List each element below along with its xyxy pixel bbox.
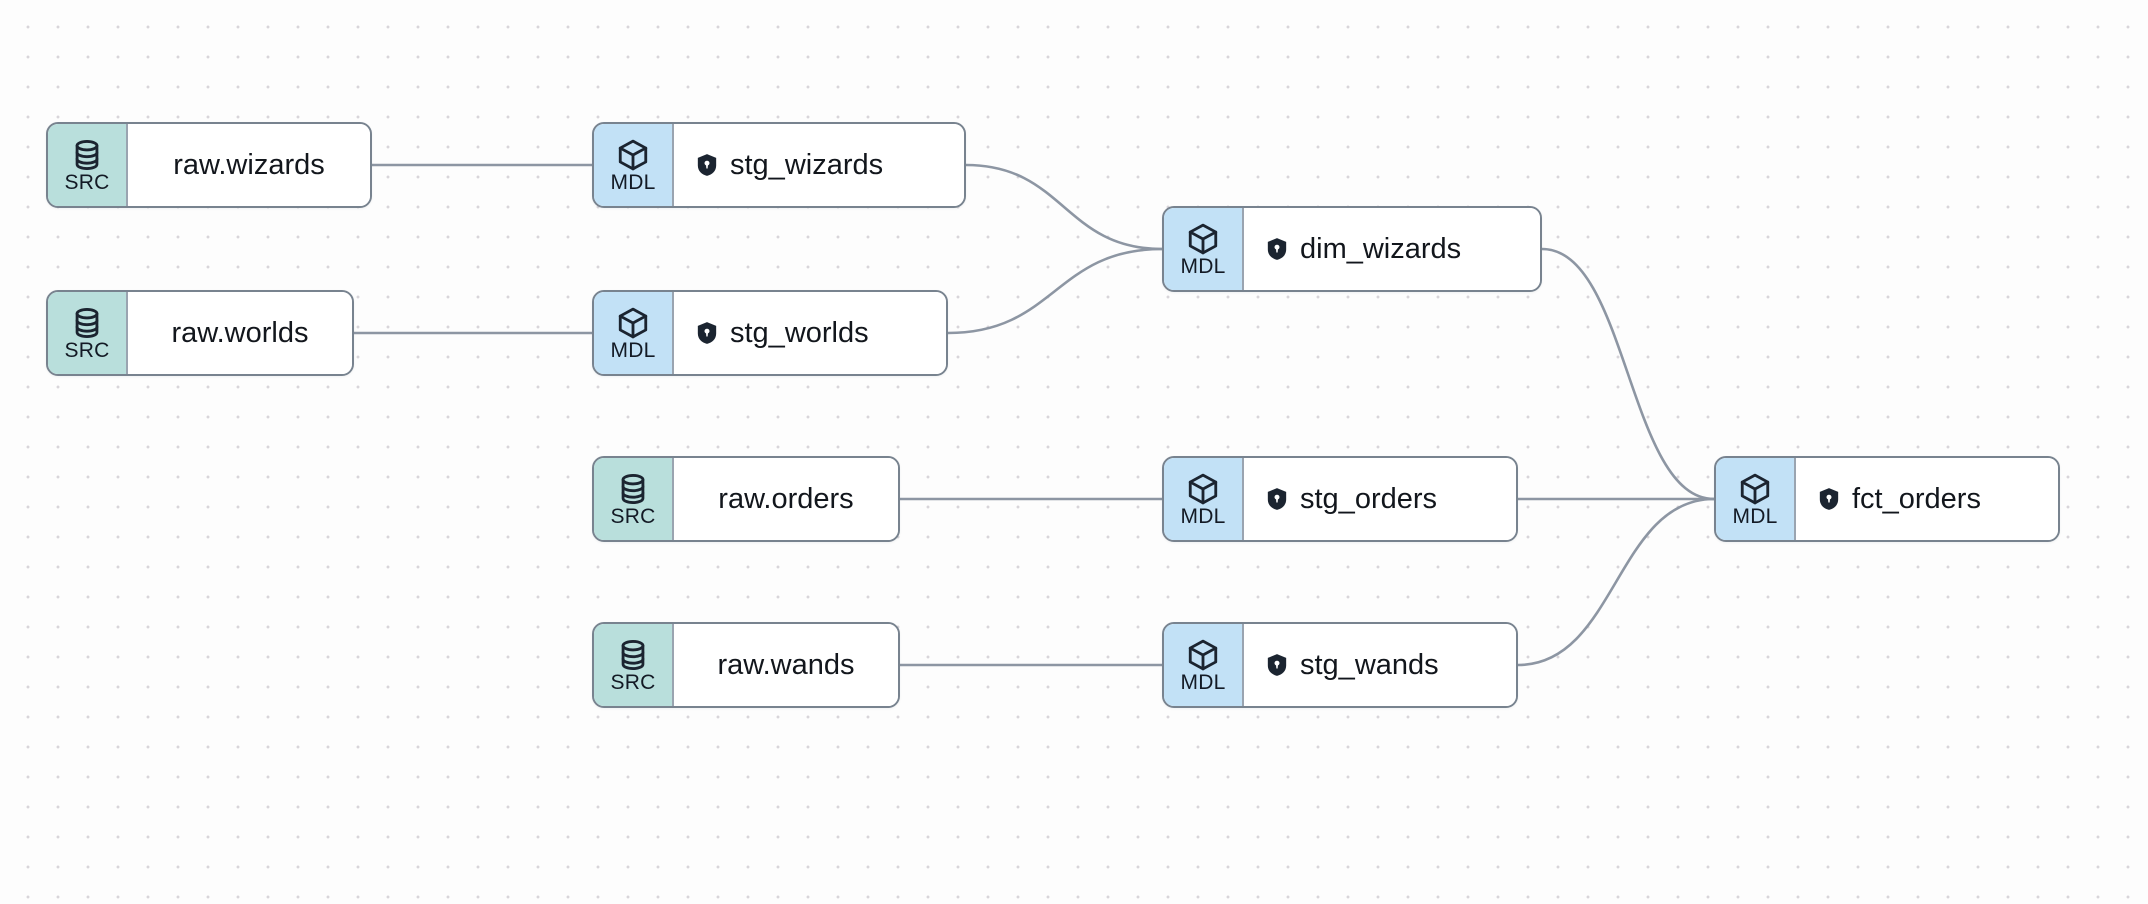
node-badge-label: MDL xyxy=(1180,504,1226,528)
node-stg_wizards[interactable]: MDL stg_wizards xyxy=(592,122,966,208)
node-badge-label: SRC xyxy=(610,504,656,528)
node-body: dim_wizards xyxy=(1244,208,1540,290)
node-stg_worlds[interactable]: MDL stg_worlds xyxy=(592,290,948,376)
database-cylinder-icon xyxy=(75,307,99,338)
node-badge-mdl: MDL xyxy=(1164,208,1244,290)
node-label: stg_wands xyxy=(1300,649,1439,681)
node-stg_wands[interactable]: MDL stg_wands xyxy=(1162,622,1518,708)
shield-lock-icon xyxy=(697,154,717,176)
node-label: stg_worlds xyxy=(730,317,869,349)
node-badge-label: SRC xyxy=(64,170,110,194)
cube-icon xyxy=(1740,473,1770,504)
node-badge-label: SRC xyxy=(610,670,656,694)
cube-icon xyxy=(618,139,648,170)
node-label: stg_wizards xyxy=(730,149,884,181)
node-raw_worlds[interactable]: SRC raw.worlds xyxy=(46,290,354,376)
node-label: raw.wizards xyxy=(173,149,325,181)
node-label: stg_orders xyxy=(1300,483,1438,515)
node-body: raw.wands xyxy=(674,624,898,706)
node-dim_wizards[interactable]: MDL dim_wizards xyxy=(1162,206,1542,292)
node-body: stg_wizards xyxy=(674,124,964,206)
node-body: stg_worlds xyxy=(674,292,946,374)
node-badge-label: MDL xyxy=(610,170,656,194)
cube-icon xyxy=(618,307,648,338)
node-badge-mdl: MDL xyxy=(1164,624,1244,706)
database-cylinder-icon xyxy=(621,473,645,504)
node-label: raw.worlds xyxy=(171,317,309,349)
node-label: raw.orders xyxy=(718,483,854,515)
node-body: raw.worlds xyxy=(128,292,352,374)
shield-lock-icon xyxy=(697,322,717,344)
node-badge-mdl: MDL xyxy=(1716,458,1796,540)
node-body: raw.wizards xyxy=(128,124,370,206)
shield-lock-icon xyxy=(1267,488,1287,510)
shield-lock-icon xyxy=(1267,238,1287,260)
node-badge-src: SRC xyxy=(594,458,674,540)
shield-lock-icon xyxy=(1819,488,1839,510)
shield-lock-icon xyxy=(1267,654,1287,676)
node-badge-label: MDL xyxy=(1732,504,1778,528)
node-body: raw.orders xyxy=(674,458,898,540)
node-body: stg_orders xyxy=(1244,458,1516,540)
node-badge-label: MDL xyxy=(1180,254,1226,278)
node-body: fct_orders xyxy=(1796,458,2058,540)
cube-icon xyxy=(1188,473,1218,504)
cube-icon xyxy=(1188,639,1218,670)
edge-stg_wands-to-fct_orders[interactable] xyxy=(1516,497,1716,667)
node-label: dim_wizards xyxy=(1300,233,1462,265)
node-badge-label: MDL xyxy=(1180,670,1226,694)
node-stg_orders[interactable]: MDL stg_orders xyxy=(1162,456,1518,542)
node-badge-label: SRC xyxy=(64,338,110,362)
edge-dim_wizards-to-fct_orders[interactable] xyxy=(1540,247,1716,501)
node-fct_orders[interactable]: MDL fct_orders xyxy=(1714,456,2060,542)
cube-icon xyxy=(1188,223,1218,254)
node-badge-mdl: MDL xyxy=(594,292,674,374)
node-label: fct_orders xyxy=(1852,483,1981,515)
node-raw_wizards[interactable]: SRC raw.wizards xyxy=(46,122,372,208)
node-badge-label: MDL xyxy=(610,338,656,362)
node-badge-src: SRC xyxy=(594,624,674,706)
node-label: raw.wands xyxy=(717,649,855,681)
node-badge-mdl: MDL xyxy=(594,124,674,206)
node-raw_orders[interactable]: SRC raw.orders xyxy=(592,456,900,542)
node-badge-mdl: MDL xyxy=(1164,458,1244,540)
node-badge-src: SRC xyxy=(48,124,128,206)
database-cylinder-icon xyxy=(75,139,99,170)
database-cylinder-icon xyxy=(621,639,645,670)
edge-stg_worlds-to-dim_wizards[interactable] xyxy=(946,247,1164,335)
node-body: stg_wands xyxy=(1244,624,1516,706)
edge-stg_wizards-to-dim_wizards[interactable] xyxy=(964,163,1164,251)
node-raw_wands[interactable]: SRC raw.wands xyxy=(592,622,900,708)
node-badge-src: SRC xyxy=(48,292,128,374)
